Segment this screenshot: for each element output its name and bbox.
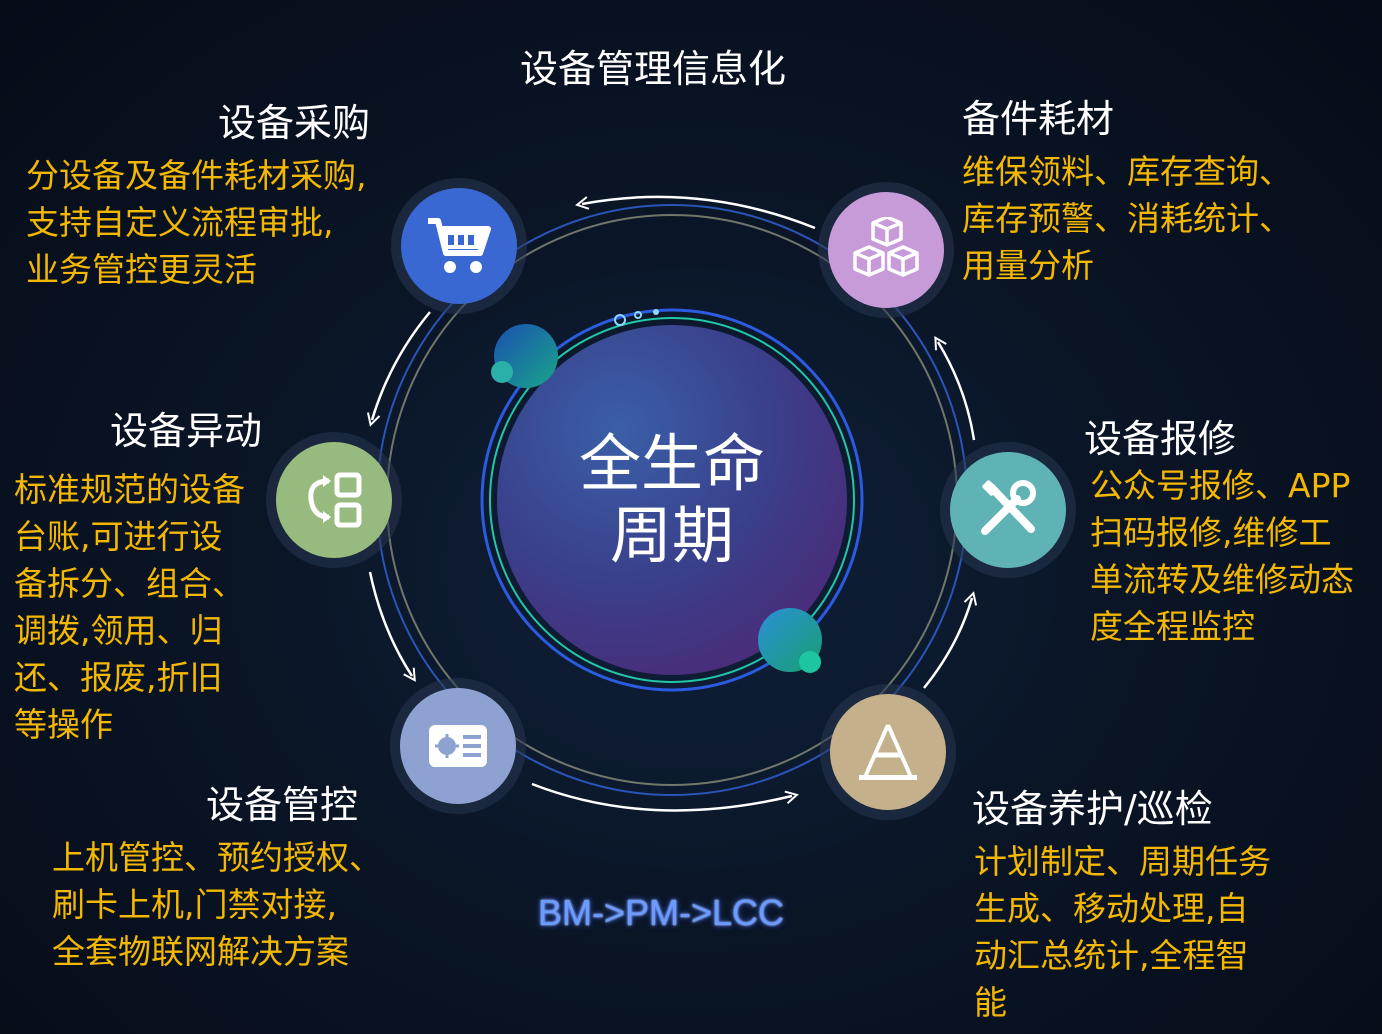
repair-desc-line: 公众号报修、APP [1090,466,1351,505]
control-desc-line: 全套物联网解决方案 [52,932,349,971]
change-title: 设备异动 [110,409,263,453]
purchase-title: 设备采购 [218,101,371,145]
maintain-desc-line: 动汇总统计,全程智 [974,936,1249,975]
traffic-cone-icon [859,724,917,780]
tools-icon [981,480,1036,535]
center-label: 全生命 周期 [572,428,772,572]
inner-ring-blue [480,308,864,692]
purchase-desc: 分设备及备件耗材采购, 支持自定义流程审批, 业务管控更灵活 [26,152,367,293]
ring-dot [653,309,659,315]
maintain-node-circle [830,694,946,810]
center-disc [497,325,847,675]
maintain-title: 设备养护/巡检 [972,787,1213,831]
repair-desc-line: 扫码报修,维修工 [1090,513,1332,552]
spare-node-circle [828,192,944,308]
change-node [266,432,402,568]
control-desc-line: 刷卡上机,门禁对接, [52,885,337,924]
spare-title: 备件耗材 [962,97,1115,141]
inner-ring-green [489,317,855,683]
change-desc: 标准规范的设备 台账,可进行设 备拆分、组合、 调拨,领用、归 还、报废,折旧 … [14,466,245,748]
control-desc: 上机管控、预约授权、 刷卡上机,门禁对接, 全套物联网解决方案 [52,834,382,975]
floating-blob [491,361,513,383]
change-desc-line: 备拆分、组合、 [14,564,245,603]
repair-desc: 公众号报修、APP 扫码报修,维修工 单流转及维修动态 度全程监控 [1090,462,1354,650]
repair-desc-line: 度全程监控 [1090,607,1255,646]
purchase-desc-line: 业务管控更灵活 [26,250,257,289]
spare-desc-line: 维保领料、库存查询、 [962,152,1292,191]
purchase-desc-line: 支持自定义流程审批, [26,203,334,242]
control-node [390,678,526,814]
change-desc-line: 标准规范的设备 [14,470,245,509]
shopping-cart-icon [428,218,491,273]
maintain-desc-line: 能 [974,983,1007,1022]
spare-desc: 维保领料、库存查询、 库存预警、消耗统计、 用量分析 [962,148,1292,289]
control-node-circle [400,688,516,804]
change-desc-line: 台账,可进行设 [14,517,223,556]
purchase-desc-line: 分设备及备件耗材采购, [26,156,367,195]
arrow-control-to-maintain [531,782,792,812]
control-desc-line: 上机管控、预约授权、 [52,838,382,877]
cubes-icon [853,217,919,277]
repair-node-circle [950,452,1066,568]
spare-node [818,182,954,318]
arrow-maintain-to-repair [923,598,972,689]
maintain-desc-line: 计划制定、周期任务 [974,842,1271,881]
change-desc-line: 等操作 [14,705,113,744]
ring-dot [634,311,642,319]
center-label-line1: 全生命 [578,427,765,500]
purchase-node [391,178,527,314]
spare-desc-line: 库存预警、消耗统计、 [962,199,1292,238]
maintain-node [820,684,956,820]
change-desc-line: 还、报废,折旧 [14,658,223,697]
change-node-circle [276,442,392,558]
id-card-icon [429,725,487,767]
arrow-purchase-to-change [372,311,431,420]
spare-desc-line: 用量分析 [962,246,1094,285]
floating-blob [799,651,821,673]
ring-dot [614,314,626,326]
arrow-spare-to-purchase [582,195,816,230]
diagram-title: 设备管理信息化 [520,47,787,91]
purchase-node-circle [401,188,517,304]
repair-desc-line: 单流转及维修动态 [1090,560,1354,599]
center-label-line2: 周期 [609,499,734,572]
change-desc-line: 调拨,领用、归 [14,611,223,650]
arrow-change-to-control [368,571,412,676]
maintain-desc-line: 生成、移动处理,自 [974,889,1249,928]
lifecycle-tag: BM->PM->LCC [538,892,785,933]
repair-node [940,442,1076,578]
transfer-icon [308,472,362,528]
maintain-desc: 计划制定、周期任务 生成、移动处理,自 动汇总统计,全程智 能 [974,838,1271,1026]
control-title: 设备管控 [206,783,359,827]
arrow-repair-to-spare [938,342,976,441]
repair-title: 设备报修 [1084,417,1237,461]
